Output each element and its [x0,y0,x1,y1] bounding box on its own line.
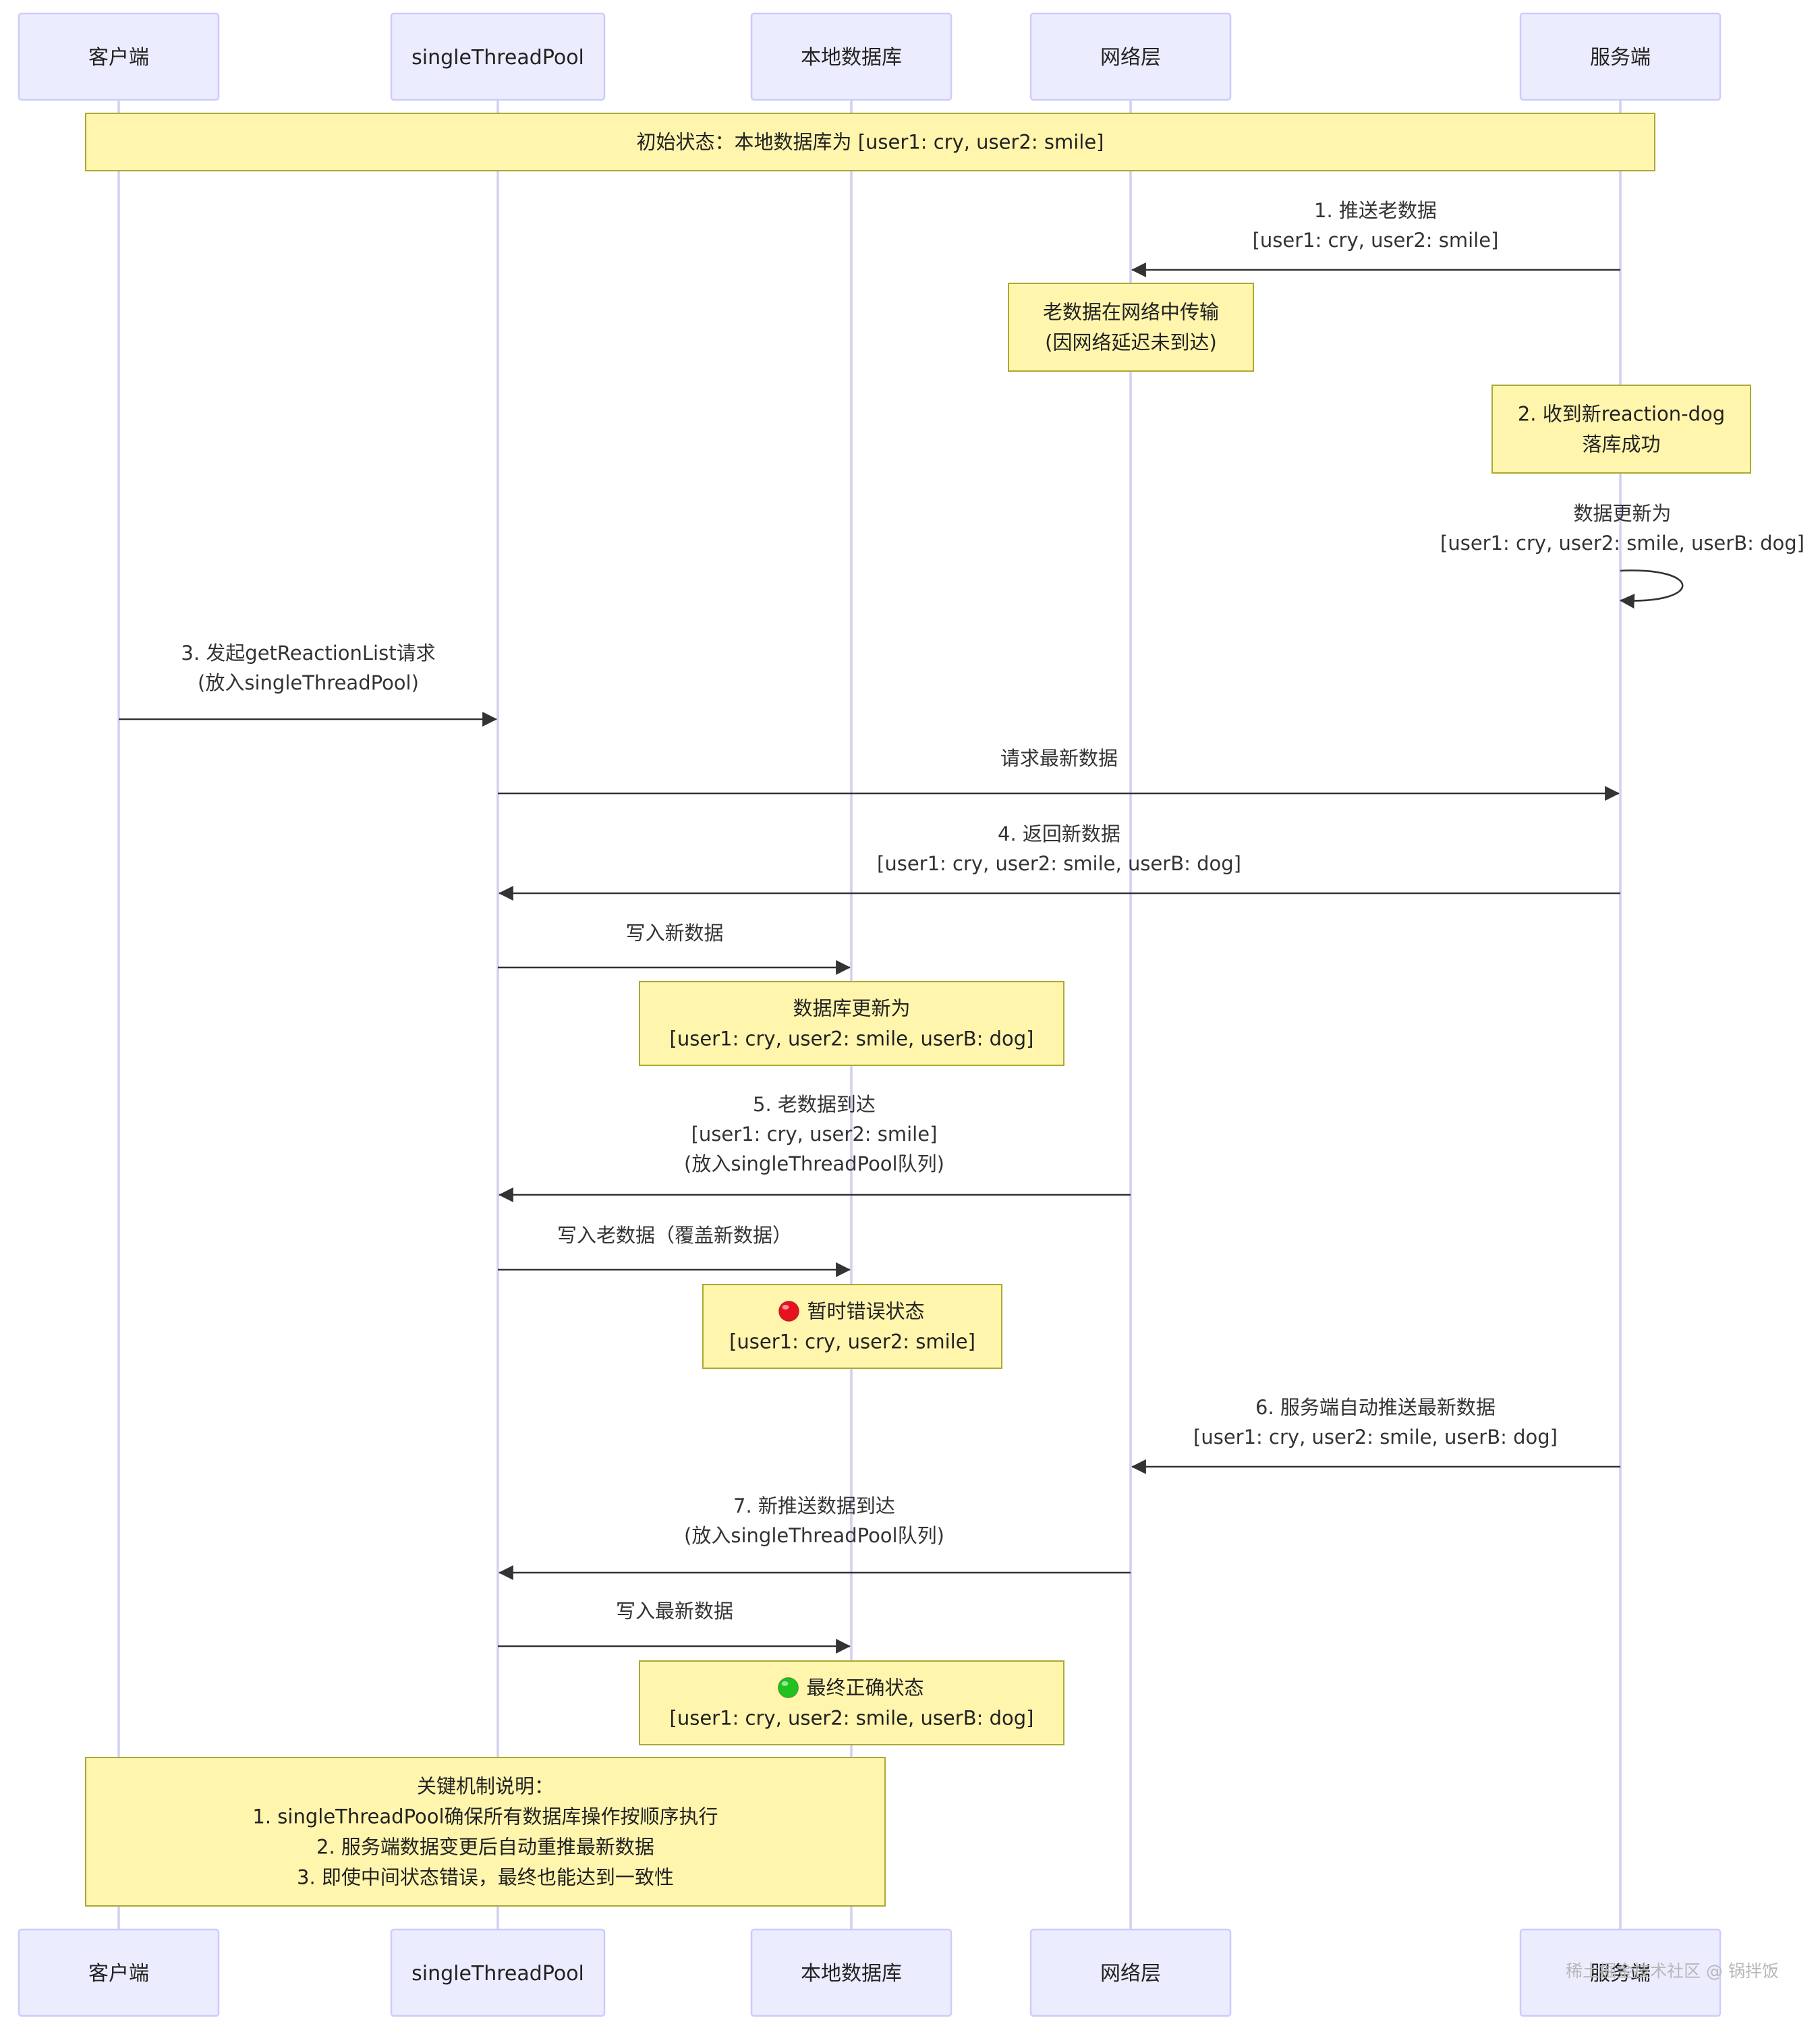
note-initial-state: 初始状态：本地数据库为 [user1: cry, user2: smile] [85,113,1655,171]
message-text: [user1: cry, user2: smile, userB: dog] [1440,532,1804,555]
actor-db-bottom: 本地数据库 [750,1928,952,2017]
actor-db-top: 本地数据库 [750,12,952,101]
actor-label: 本地数据库 [801,46,902,69]
message-text: [user1: cry, user2: smile, userB: dog] [877,852,1241,875]
note-box [702,1284,1002,1369]
actor-pool-top: singleThreadPool [390,12,606,101]
note-box [85,1757,886,1907]
actor-label: 服务端 [1590,46,1651,69]
note-text: 2. 服务端数据变更后自动重推最新数据 [316,1836,654,1859]
note-box [1008,283,1254,372]
actor-server-top: 服务端 [1519,12,1722,101]
note-text: 3. 即使中间状态错误，最终也能达到一致性 [297,1866,674,1889]
note-text: (因网络延迟未到达) [1045,331,1217,354]
message-write-old-data: 写入老数据（覆盖新数据） [498,1224,851,1277]
note-text: [user1: cry, user2: smile, userB: dog] [670,1707,1034,1730]
message-text: [user1: cry, user2: smile] [1253,229,1499,252]
note-temporary-error: 暂时错误状态 [user1: cry, user2: smile] [702,1284,1002,1369]
message-server-push-latest: 6. 服务端自动推送最新数据 [user1: cry, user2: smile,… [1131,1396,1620,1474]
message-text: (放入singleThreadPool队列) [684,1152,944,1175]
message-text: (放入singleThreadPool) [198,671,419,694]
message-text: 7. 新推送数据到达 [733,1494,895,1517]
actor-server-bottom: 服务端 [1519,1928,1722,2017]
actor-box [750,1928,952,2017]
note-key-mechanism: 关键机制说明： 1. singleThreadPool确保所有数据库操作按顺序执行… [85,1757,886,1907]
message-text: (放入singleThreadPool队列) [684,1524,944,1547]
note-text: 最终正确状态 [806,1677,923,1699]
message-text: 请求最新数据 [1000,747,1118,770]
message-server-self-update: 数据更新为 [user1: cry, user2: smile, userB: d… [1440,502,1804,609]
note-text: 落库成功 [1582,433,1660,456]
note-box [85,113,1655,171]
note-box [1491,385,1751,474]
note-text: 数据库更新为 [793,997,910,1020]
note-box [639,1660,1064,1745]
actor-net-bottom: 网络层 [1029,1928,1232,2017]
message-text: [user1: cry, user2: smile] [691,1123,938,1146]
message-push-old-data: 1. 推送老数据 [user1: cry, user2: smile] [1131,199,1620,277]
actor-box [1029,12,1232,101]
actor-label: singleThreadPool [411,46,584,69]
green-circle-icon [777,1677,799,1699]
actor-client-top: 客户端 [18,12,220,101]
message-text: 1. 推送老数据 [1314,199,1437,222]
note-text: 老数据在网络中传输 [1043,301,1219,324]
actor-label: 客户端 [88,1962,149,1986]
actor-net-top: 网络层 [1029,12,1232,101]
message-text: 写入新数据 [625,922,723,945]
actor-box [18,1928,220,2017]
actor-label: singleThreadPool [411,1962,584,1986]
actor-pool-bottom: singleThreadPool [390,1928,606,2017]
note-text: 1. singleThreadPool确保所有数据库操作按顺序执行 [252,1805,718,1828]
message-new-push-arrives: 7. 新推送数据到达 (放入singleThreadPool队列) [498,1494,1131,1580]
actor-label: 网络层 [1100,1962,1161,1986]
note-new-reaction-saved: 2. 收到新reaction-dog 落库成功 [1491,385,1751,474]
note-old-data-in-transit: 老数据在网络中传输 (因网络延迟未到达) [1008,283,1254,372]
message-return-new-data: 4. 返回新数据 [user1: cry, user2: smile, userB… [498,822,1620,901]
actor-label: 本地数据库 [801,1962,902,1986]
actor-client-bottom: 客户端 [18,1928,220,2017]
message-old-data-arrives: 5. 老数据到达 [user1: cry, user2: smile] (放入sin… [498,1093,1131,1202]
message-text: 写入老数据（覆盖新数据） [557,1224,792,1247]
actor-box [390,1928,606,2017]
actor-label: 网络层 [1100,46,1161,69]
note-text: 初始状态：本地数据库为 [user1: cry, user2: smile] [636,131,1104,154]
message-text: 6. 服务端自动推送最新数据 [1255,1396,1496,1419]
message-text: 3. 发起getReactionList请求 [181,642,435,665]
note-final-correct: 最终正确状态 [user1: cry, user2: smile, userB: … [639,1660,1064,1745]
self-loop-arrow [1619,569,1684,609]
message-get-reaction-list: 3. 发起getReactionList请求 (放入singleThreadPoo… [119,642,498,727]
watermark: 稀土掘金技术社区 @ 锅拌饭 [1566,1961,1779,1981]
message-text: 写入最新数据 [616,1600,733,1623]
actor-box [1519,1928,1722,2017]
message-text: 4. 返回新数据 [998,822,1120,845]
message-write-new-data: 写入新数据 [498,922,851,975]
note-text: 暂时错误状态 [807,1300,924,1323]
actor-box [750,12,952,101]
message-text: [user1: cry, user2: smile, userB: dog] [1193,1426,1558,1449]
note-text: 2. 收到新reaction-dog [1518,403,1725,426]
note-text: 关键机制说明： [417,1775,554,1798]
actor-box [1029,1928,1232,2017]
actor-box [390,12,606,101]
actor-box [1519,12,1722,101]
message-write-latest-data: 写入最新数据 [498,1600,851,1654]
message-text: 数据更新为 [1573,502,1671,525]
message-request-latest: 请求最新数据 [498,747,1620,801]
actor-label: 服务端 [1590,1962,1651,1986]
green-circle-icon-shine [781,1681,789,1686]
actor-box [18,12,220,101]
note-text: [user1: cry, user2: smile] [729,1330,975,1353]
red-circle-icon-shine [782,1305,789,1310]
note-db-updated: 数据库更新为 [user1: cry, user2: smile, userB: … [639,981,1064,1066]
actor-label: 客户端 [88,46,149,69]
red-circle-icon [778,1300,800,1322]
note-box [639,981,1064,1066]
note-text: [user1: cry, user2: smile, userB: dog] [670,1028,1034,1050]
message-text: 5. 老数据到达 [753,1093,876,1116]
